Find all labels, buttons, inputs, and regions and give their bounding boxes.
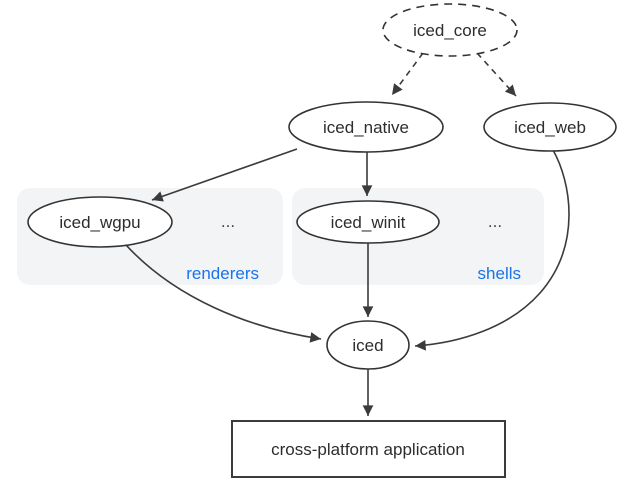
node-iced-web: iced_web (483, 102, 617, 152)
node-iced-wgpu-label: iced_wgpu (59, 213, 140, 232)
node-iced-wgpu: iced_wgpu (27, 196, 173, 248)
node-iced-winit-label: iced_winit (331, 213, 406, 232)
edge-iced_wgpu-iced (125, 244, 322, 343)
edge-iced_web-iced (414, 149, 570, 351)
node-iced-core-label: iced_core (413, 21, 487, 40)
node-iced-native-label: iced_native (323, 118, 409, 137)
node-iced-core: iced_core (382, 3, 518, 57)
edge-iced_core-iced_native (391, 52, 424, 96)
node-iced-web-label: iced_web (514, 118, 586, 137)
edge-iced_native-iced_wgpu (151, 148, 298, 202)
node-app-label: cross-platform application (271, 440, 465, 459)
shells-ellipsis: ... (488, 212, 502, 231)
node-iced: iced (326, 320, 410, 370)
node-app: cross-platform application (231, 420, 506, 478)
group-label-renderers: renderers (186, 264, 259, 283)
node-iced-native: iced_native (288, 101, 444, 153)
node-iced-winit: iced_winit (296, 200, 440, 244)
node-iced-label: iced (352, 336, 383, 355)
edge-iced_core-iced_web (476, 52, 517, 97)
renderers-ellipsis: ... (221, 212, 235, 231)
group-label-shells: shells (478, 264, 521, 283)
